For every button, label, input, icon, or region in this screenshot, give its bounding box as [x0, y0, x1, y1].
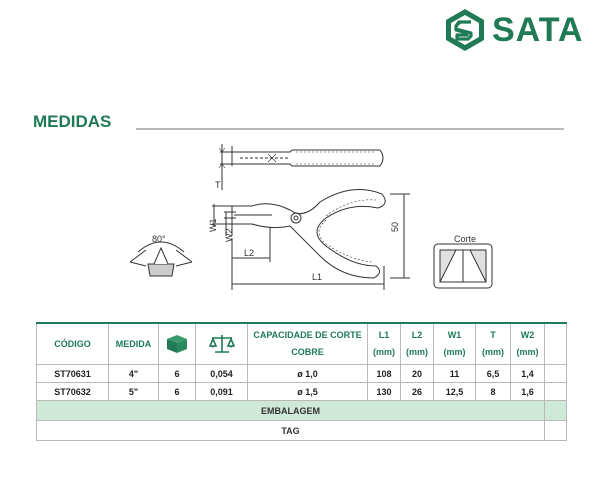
- cell-peso: 0,091: [195, 382, 248, 401]
- section-title: MEDIDAS: [33, 112, 112, 131]
- table-row: ST70631 4" 6 0,054 ø 1,0 108 20 11 6,5 1…: [36, 364, 567, 383]
- label-w2: W2: [224, 229, 234, 243]
- section-divider: [136, 128, 564, 130]
- header-t-label: T: [490, 330, 496, 340]
- specification-table: CÓDIGO MEDIDA CAPACIDAD: [36, 322, 567, 441]
- cell-spacer: [544, 364, 567, 383]
- tag-row: TAG: [36, 420, 567, 441]
- cell-qty: 6: [158, 364, 196, 383]
- label-t: T: [215, 180, 221, 190]
- header-capacidade-line1: CAPACIDADE DE CORTE: [253, 330, 362, 340]
- pliers-side-view: [218, 144, 384, 190]
- header-l1-unit: (mm): [373, 347, 395, 357]
- cell-medida: 4": [108, 364, 159, 383]
- header-l2-unit: (mm): [406, 347, 428, 357]
- header-capacidade: CAPACIDADE DE CORTE COBRE: [247, 322, 368, 365]
- label-corte: Corte: [454, 234, 476, 244]
- embalagem-row: EMBALAGEM: [36, 400, 567, 421]
- header-l2-label: L2: [411, 330, 423, 340]
- cell-capacidade: ø 1,0: [247, 364, 368, 383]
- cell-peso: 0,054: [195, 364, 248, 383]
- cell-w1: 12,5: [433, 382, 476, 401]
- header-t: T (mm): [475, 322, 511, 365]
- header-l2: L2 (mm): [400, 322, 434, 365]
- label-w1: W1: [208, 219, 218, 233]
- embalagem-spacer: [544, 400, 567, 421]
- header-spacer: [544, 322, 567, 365]
- pliers-front-view: [212, 189, 410, 290]
- header-w2-label: W2: [520, 330, 535, 340]
- header-t-unit: (mm): [482, 347, 504, 357]
- box-icon: [167, 335, 187, 353]
- label-l1: L1: [312, 272, 322, 282]
- scale-icon: [208, 335, 235, 353]
- cutting-angle-diagram: [129, 241, 193, 277]
- cell-qty: 6: [158, 382, 196, 401]
- cell-l1: 130: [367, 382, 401, 401]
- cell-capacidade: ø 1,5: [247, 382, 368, 401]
- cell-l1: 108: [367, 364, 401, 383]
- cell-l2: 20: [400, 364, 434, 383]
- cell-spacer: [544, 382, 567, 401]
- header-codigo: CÓDIGO: [36, 322, 109, 365]
- sata-hexagon-logo: [446, 9, 484, 51]
- label-l2: L2: [244, 248, 254, 258]
- header-l1: L1 (mm): [367, 322, 401, 365]
- header-w1: W1 (mm): [433, 322, 476, 365]
- header-w1-label: W1: [447, 330, 462, 340]
- cell-t: 8: [475, 382, 511, 401]
- brand-name: SATA: [492, 10, 584, 49]
- table-row: ST70632 5" 6 0,091 ø 1,5 130 26 12,5 8 1…: [36, 382, 567, 401]
- cell-w2: 1,6: [510, 382, 545, 401]
- label-angle: 80°: [152, 234, 166, 244]
- cross-section-corte: [433, 243, 493, 289]
- header-quantity: [158, 322, 196, 365]
- cell-codigo: ST70632: [36, 382, 109, 401]
- header-w2-unit: (mm): [516, 347, 539, 357]
- cell-medida: 5": [108, 382, 159, 401]
- header-w1-unit: (mm): [443, 347, 466, 357]
- embalagem-label: EMBALAGEM: [36, 400, 545, 421]
- tag-label: TAG: [36, 420, 545, 441]
- cell-w1: 11: [433, 364, 476, 383]
- header-medida: MEDIDA: [108, 322, 159, 365]
- table-header-row: CÓDIGO MEDIDA CAPACIDAD: [36, 322, 567, 365]
- tag-spacer: [544, 420, 567, 441]
- pliers-technical-drawing: T W1 W2 L2 L1 50 80° Corte: [129, 144, 493, 290]
- cell-t: 6,5: [475, 364, 511, 383]
- header-weight: [195, 322, 248, 365]
- label-fifty: 50: [390, 222, 400, 232]
- brand-logo: SATA: [444, 8, 596, 52]
- cell-l2: 26: [400, 382, 434, 401]
- cell-w2: 1,4: [510, 364, 545, 383]
- header-capacidade-line2: COBRE: [291, 347, 324, 357]
- header-w2: W2 (mm): [510, 322, 545, 365]
- cell-codigo: ST70631: [36, 364, 109, 383]
- header-l1-label: L1: [378, 330, 390, 340]
